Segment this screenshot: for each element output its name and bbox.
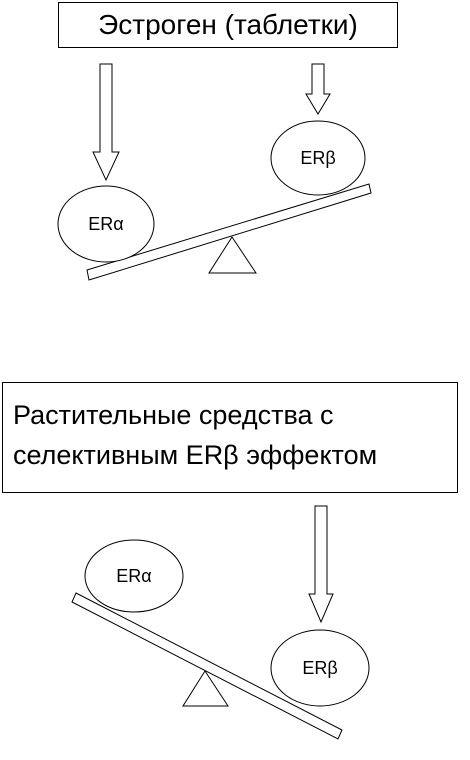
fulcrum-top	[208, 236, 257, 274]
arrow-to-er-alpha-top	[92, 63, 120, 182]
er-beta-ellipse-bottom	[270, 629, 370, 707]
estrogen-heading-box: Эстроген (таблетки)	[58, 2, 398, 48]
herbal-heading-line-1: Растительные средства с	[13, 400, 334, 430]
balance-beam-top	[86, 183, 372, 281]
herbal-heading-line-2: селективным ERβ эффектом	[13, 440, 378, 470]
er-beta-label-top: ERβ	[300, 148, 335, 168]
arrow-to-er-beta-top	[305, 63, 331, 115]
er-alpha-ellipse-bottom	[84, 539, 184, 613]
herbal-heading-box: Растительные средства с селективным ERβ …	[2, 382, 458, 493]
estrogen-heading: Эстроген (таблетки)	[98, 9, 358, 40]
fulcrum-bottom	[182, 670, 229, 707]
er-beta-label-bottom: ERβ	[302, 658, 337, 678]
arrow-to-er-beta-bottom	[308, 505, 334, 624]
balance-beam-bottom	[71, 592, 343, 740]
er-alpha-label-top: ERα	[88, 214, 123, 234]
er-alpha-ellipse-top	[57, 185, 155, 263]
er-beta-ellipse-top	[270, 120, 366, 196]
er-alpha-label-bottom: ERα	[116, 566, 151, 586]
